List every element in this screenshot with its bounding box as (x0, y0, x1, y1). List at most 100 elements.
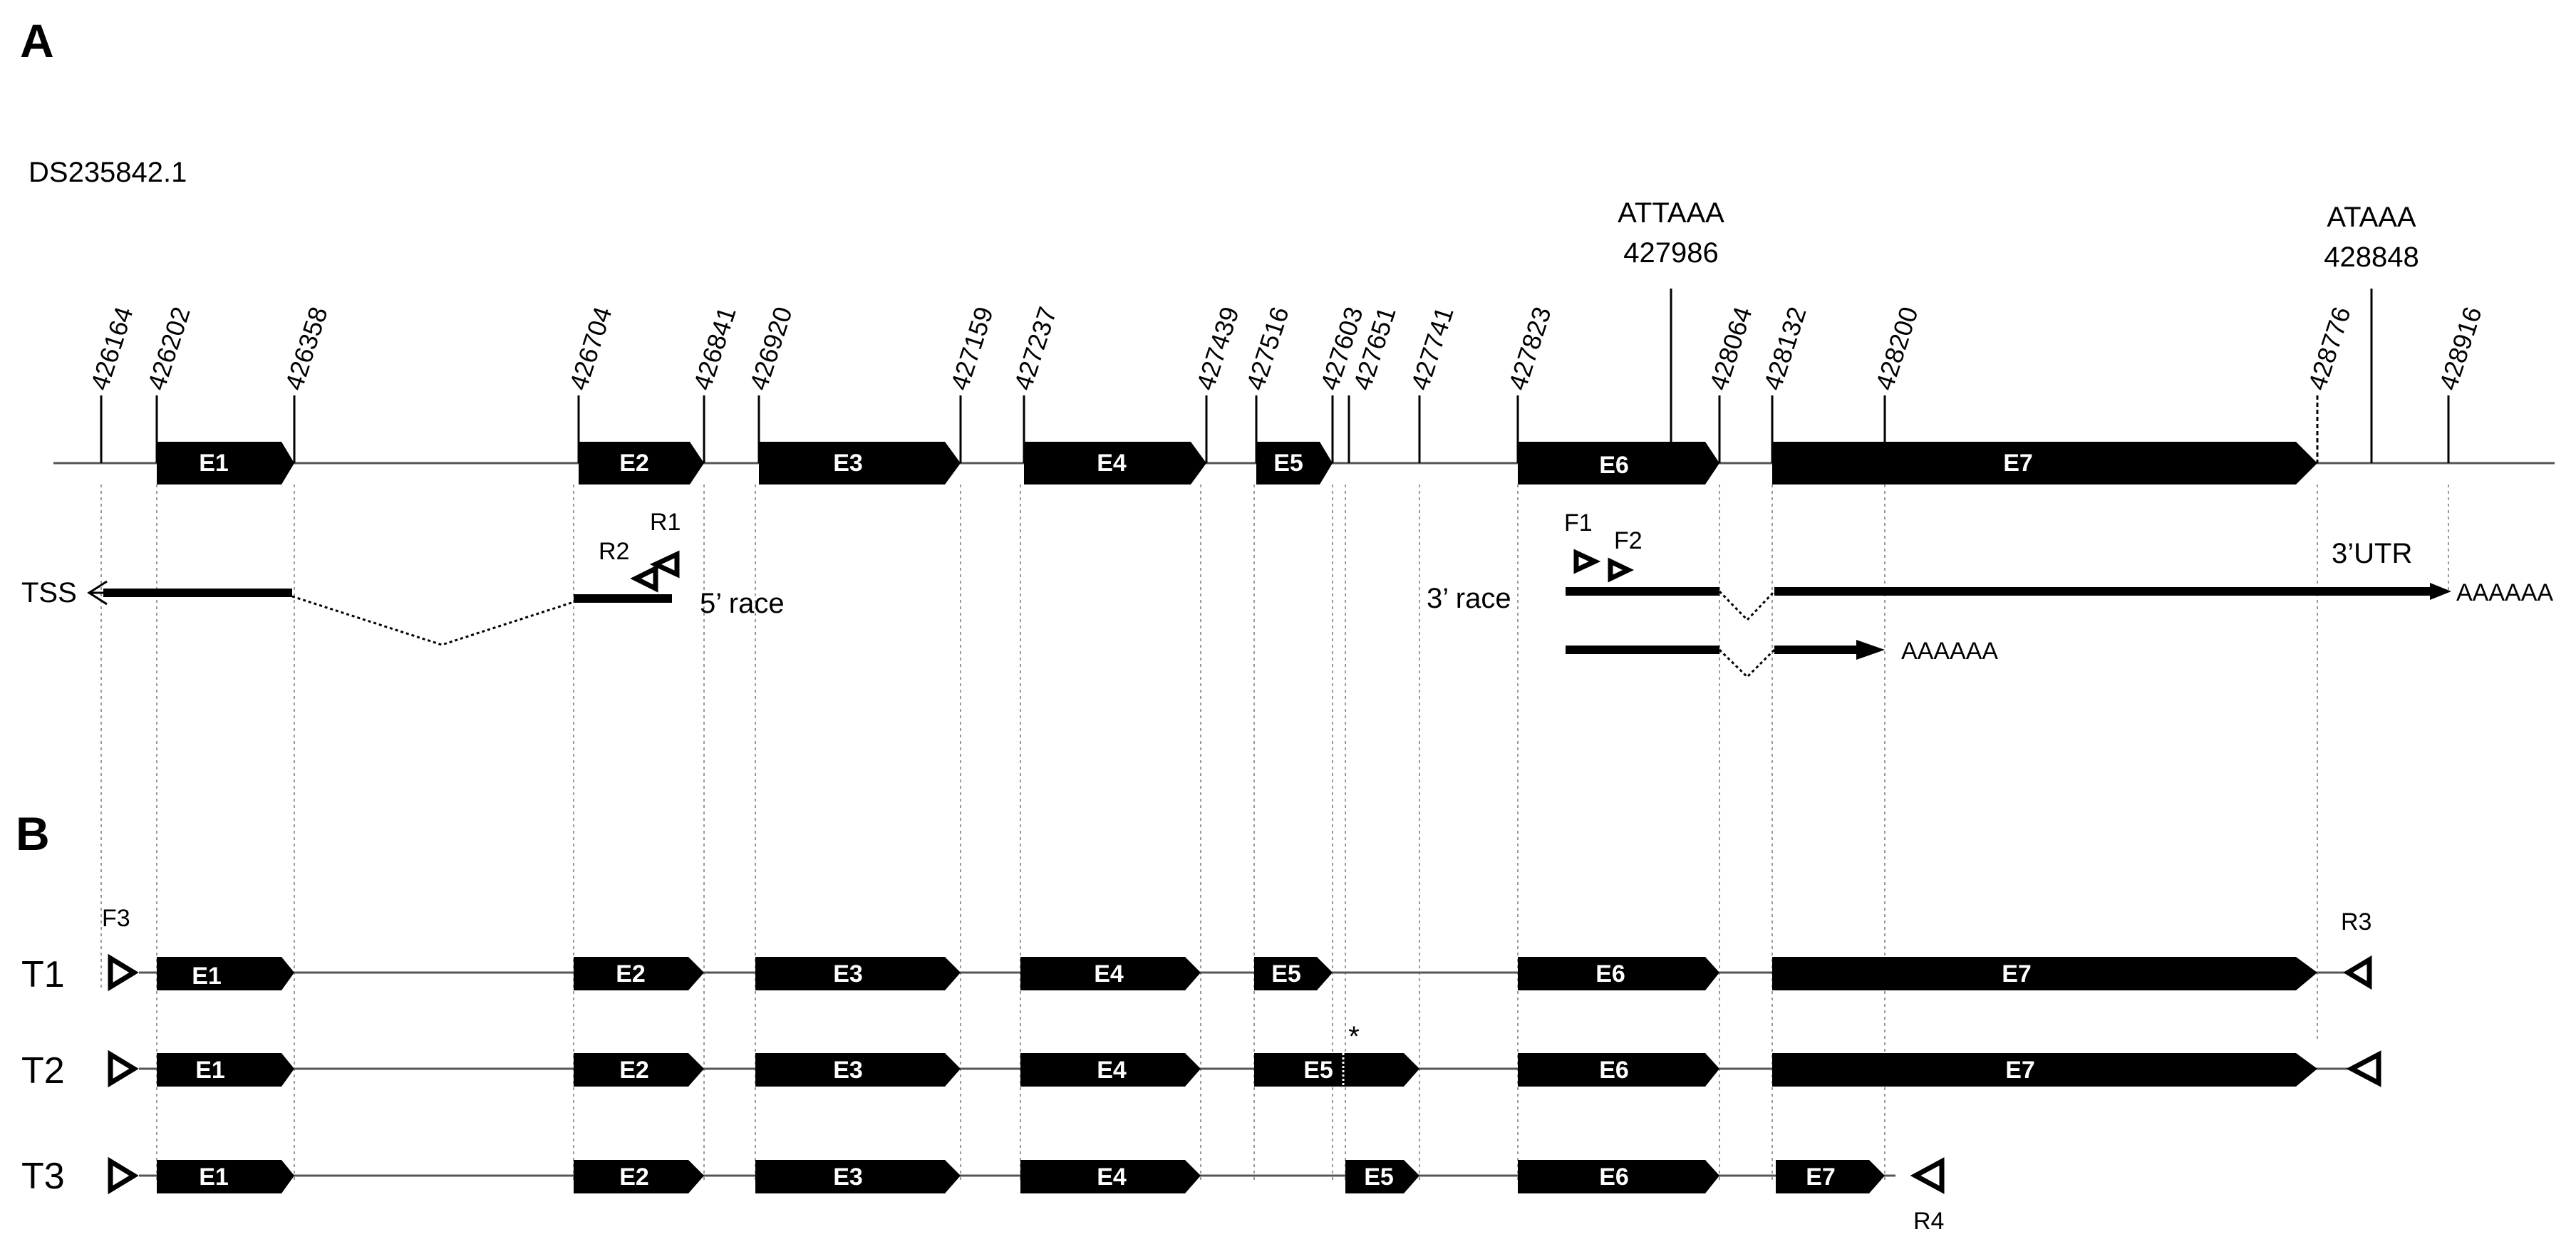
primer-f3-arrow-t2 (108, 1050, 139, 1088)
exon-label: E2 (616, 960, 646, 988)
exon-label: E7 (2003, 450, 2033, 477)
t2-exon-e3 (755, 1053, 961, 1087)
exon-label: E2 (619, 1057, 649, 1084)
primer-r4-label: R4 (1913, 1208, 1944, 1235)
exon-label: E4 (1094, 960, 1124, 988)
t2-exon-e6 (1518, 1053, 1719, 1087)
genomic-exons: E1 E2 E3 E4 E5 E6 E7 (157, 442, 2317, 484)
primer-r4-arrow (1910, 1157, 1945, 1194)
polya-signal-position-1: 427986 (1623, 237, 1718, 269)
polya-tail-long: AAAAAA (2456, 579, 2553, 606)
exon-label: E7 (2005, 1057, 2035, 1084)
polya-tail-short: AAAAAA (1901, 638, 1998, 665)
t1-exon-e7 (1772, 957, 2317, 990)
race-intron-dotted (291, 595, 574, 646)
t1-exon-e5 (1254, 957, 1333, 990)
race-short-intron (1718, 648, 1776, 679)
t2-exon-e1 (157, 1053, 294, 1087)
t2-exon-e4 (1020, 1053, 1201, 1087)
primer-f3-arrow-t3 (108, 1156, 139, 1195)
exon-label: E1 (192, 963, 222, 990)
transcript-t3: T3 R4 E1 E2 E3 E4 E5 E6 E7 (21, 1156, 1945, 1235)
exon-label: E1 (199, 450, 229, 477)
exon-label: E4 (1097, 450, 1127, 477)
panel-label-a: A (20, 14, 54, 67)
t1-exon-e1 (157, 957, 294, 990)
transcript-t2: T2 * E1 E2 E3 E4 E5 E6 E7 (21, 1021, 2381, 1092)
position-ticks (100, 289, 2450, 463)
exon-label: E5 (1303, 1057, 1333, 1084)
primer-f1-label: F1 (1564, 509, 1593, 537)
tss-label: TSS (21, 577, 77, 608)
position-label: 427237 (1008, 304, 1062, 394)
five-prime-race-label: 5’ race (700, 588, 785, 619)
exon-e1 (157, 442, 294, 484)
exon-label: E3 (833, 450, 863, 477)
primer-f1-arrow (1573, 549, 1601, 574)
t3-exon-e6 (1518, 1160, 1719, 1193)
guide-lines (100, 484, 2449, 1183)
exon-e7 (1772, 442, 2317, 484)
primer-f3-arrow (108, 953, 139, 992)
exon-e5 (1256, 442, 1333, 484)
exon-e4 (1024, 442, 1206, 484)
tss-arrow-head (87, 580, 108, 606)
utr-label: 3’UTR (2332, 538, 2412, 569)
position-label: 426164 (85, 304, 139, 394)
t1-exon-e3 (755, 957, 961, 990)
transcript-t1: T1 F3 R3 E1 E2 E3 E4 E5 E6 E7 (21, 905, 2372, 995)
exon-label: E4 (1097, 1057, 1127, 1084)
three-prime-race-label: 3’ race (1427, 583, 1511, 614)
position-label: 426704 (564, 304, 618, 394)
exon-label: E3 (833, 1057, 863, 1084)
primer-r2-label: R2 (599, 538, 629, 565)
t1-exon-e6 (1518, 957, 1719, 990)
position-label: 426841 (688, 304, 742, 394)
primer-r1-label: R1 (650, 509, 681, 536)
primer-r3-arrow-t2 (2346, 1050, 2381, 1087)
race-short-arrowhead (1856, 640, 1885, 660)
exon-label: E5 (1273, 450, 1303, 477)
exon-label: E1 (199, 1164, 229, 1191)
panel-label-b: B (16, 807, 50, 860)
exon-label: E3 (833, 960, 863, 988)
transcript-label-t2: T2 (21, 1050, 65, 1092)
exon-e6 (1518, 442, 1719, 484)
exon-label: E2 (619, 450, 649, 477)
primer-r1-arrow (649, 550, 680, 579)
exon-label: E7 (1806, 1164, 1836, 1191)
exon-e3 (759, 442, 961, 484)
primer-f3-label: F3 (102, 905, 130, 932)
position-label: 428916 (2433, 304, 2488, 394)
alt-splice-star: * (1348, 1021, 1360, 1052)
t1-exon-e2 (574, 957, 704, 990)
exon-label: E7 (2002, 960, 2032, 988)
primer-r3-arrow (2343, 955, 2372, 990)
position-label: 426202 (142, 304, 196, 394)
polya-signal-motif-1: ATTAAA (1618, 197, 1724, 229)
exon-label: E6 (1599, 452, 1629, 479)
position-label: 427516 (1241, 304, 1295, 394)
t2-exon-e2 (574, 1053, 704, 1087)
position-label: 428132 (1758, 304, 1812, 394)
t2-exon-e5 (1254, 1053, 1419, 1087)
position-label: 428064 (1704, 304, 1758, 394)
t1-exon-e4 (1020, 957, 1201, 990)
transcript-label-t1: T1 (21, 954, 65, 995)
polya-signal-position-2: 428848 (2324, 242, 2419, 273)
exon-label: E2 (619, 1164, 649, 1191)
t3-exon-e4 (1020, 1160, 1201, 1193)
position-label: 428200 (1870, 304, 1924, 394)
exon-e2 (579, 442, 704, 484)
position-label: 427823 (1503, 304, 1557, 394)
position-label: 426920 (744, 304, 798, 394)
exon-label: E4 (1097, 1164, 1127, 1191)
position-label: 428776 (2302, 304, 2357, 394)
primer-r2-arrow (630, 564, 658, 593)
primer-f2-label: F2 (1614, 527, 1643, 554)
t3-exon-e2 (574, 1160, 704, 1193)
t2-exon-e7 (1772, 1053, 2317, 1087)
exon-label: E6 (1599, 1057, 1629, 1084)
transcript-label-t3: T3 (21, 1156, 65, 1197)
